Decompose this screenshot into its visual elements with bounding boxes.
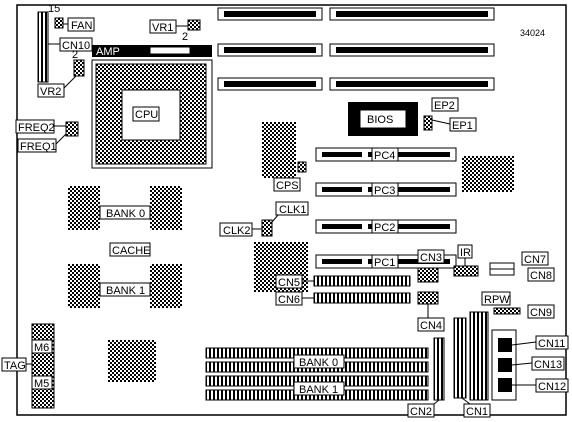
m5-label-box	[31, 375, 53, 390]
cpu-label: CPU	[135, 109, 158, 121]
ep-jumper	[423, 115, 433, 131]
power-connector	[469, 311, 489, 401]
bios-chip	[359, 109, 407, 129]
rpw-label-box	[481, 291, 511, 306]
ep1-label: EP1	[452, 120, 473, 132]
cache-chips	[68, 186, 182, 308]
cn13-label: CN13	[534, 359, 562, 371]
clk1-label-box	[275, 201, 309, 216]
cn9-label-box	[527, 304, 555, 319]
ep2-label: EP2	[434, 100, 455, 112]
freq1-label: FREQ1	[20, 141, 57, 153]
cn2-header	[433, 337, 445, 401]
part-number: 34024	[520, 28, 545, 38]
isa-slots	[217, 7, 495, 91]
pc1-label-box	[371, 254, 399, 269]
cps-jumper	[297, 161, 307, 173]
fan-label: FAN	[71, 20, 92, 32]
cn11-connector	[498, 338, 512, 352]
vr2-jumper	[73, 59, 85, 77]
freq2-label: FREQ2	[18, 122, 55, 134]
cn8-label-box	[527, 267, 555, 282]
cache-bank0-label-box	[99, 205, 151, 220]
pc2-label: PC2	[374, 222, 395, 234]
cpu-label-box	[132, 106, 160, 122]
ep1-label-box	[449, 117, 477, 132]
cn6-header	[313, 292, 411, 304]
cn2-label-box	[407, 403, 435, 418]
pc2-label-box	[371, 219, 399, 234]
cn2-label: CN2	[410, 406, 432, 418]
cn5-header	[313, 275, 411, 287]
cn13-connector	[498, 358, 512, 372]
cn7-label-box	[521, 251, 549, 266]
cn9-label: CN9	[530, 307, 552, 319]
m6-label-box	[31, 339, 53, 354]
tag-sockets	[31, 323, 55, 409]
simm-bank1-label-box	[293, 381, 345, 396]
cn9-header	[493, 307, 521, 315]
fan-connector	[54, 17, 64, 29]
cn3-label-box	[417, 249, 445, 264]
cn6-label: CN6	[278, 294, 300, 306]
rpw-label: RPW	[484, 294, 510, 306]
cn4-label: CN4	[420, 320, 442, 332]
m5-label: M5	[34, 378, 49, 390]
bios-label: BIOS	[367, 114, 393, 126]
label-2-vr2: 2	[72, 49, 78, 61]
chip-lower-left	[108, 340, 156, 382]
chip-upper-right	[462, 156, 514, 192]
simm-bank0-label: BANK 0	[299, 357, 338, 369]
cps-label-box	[273, 177, 301, 192]
cn1-label-box	[463, 403, 491, 418]
cache-label: CACHE	[112, 245, 151, 257]
clk2-label: CLK2	[223, 225, 251, 237]
vr1-label: VR1	[152, 22, 173, 34]
cn5-label: CN5	[278, 277, 300, 289]
ir-label: IR	[460, 247, 471, 259]
pc1-label: PC1	[374, 257, 395, 269]
cn3-header	[417, 267, 439, 283]
m6-label: M6	[34, 342, 49, 354]
cache-bank0-label: BANK 0	[106, 208, 145, 220]
cn10-label: CN10	[62, 40, 90, 52]
cpu-socket-frame	[91, 59, 213, 169]
cn1-label: CN1	[466, 406, 488, 418]
cache-bank1-label: BANK 1	[106, 285, 145, 297]
simm-bank1-label: BANK 1	[299, 384, 338, 396]
cn4-header	[417, 291, 439, 305]
cn10-header	[37, 11, 49, 83]
vr2-label: VR2	[40, 86, 61, 98]
cn12-connector	[498, 378, 512, 392]
pc3-label: PC3	[374, 185, 395, 197]
freq-jumper	[65, 121, 79, 137]
pc3-label-box	[371, 182, 399, 197]
cache-bank1-label-box	[99, 282, 151, 297]
pc4-label: PC4	[374, 150, 395, 162]
cache-label-box	[109, 242, 151, 257]
cn1-header	[453, 317, 467, 399]
cn7-label: CN7	[524, 254, 546, 266]
label-2-vr1: 2	[182, 31, 188, 43]
label-15: 15	[48, 3, 60, 15]
freq1-label-box	[17, 138, 57, 153]
pc4-label-box	[371, 147, 399, 162]
clk-jumper	[261, 219, 273, 237]
cps-label: CPS	[276, 180, 299, 192]
ep2-label-box	[431, 97, 459, 112]
simm-bank0-label-box	[293, 354, 345, 369]
tag-label: TAG	[4, 360, 26, 372]
vr2-label-box	[37, 83, 65, 98]
amp-label: AMP	[96, 46, 120, 58]
ir-header	[453, 265, 479, 277]
cn12-label: CN12	[538, 381, 566, 393]
cn4-label-box	[417, 317, 445, 332]
clk1-label: CLK1	[279, 204, 307, 216]
cn8-label: CN8	[530, 270, 552, 282]
cn3-label: CN3	[420, 252, 442, 264]
cn11-label: CN11	[538, 338, 565, 350]
vr1-jumper	[187, 19, 201, 31]
chip-upper-left	[262, 122, 296, 178]
